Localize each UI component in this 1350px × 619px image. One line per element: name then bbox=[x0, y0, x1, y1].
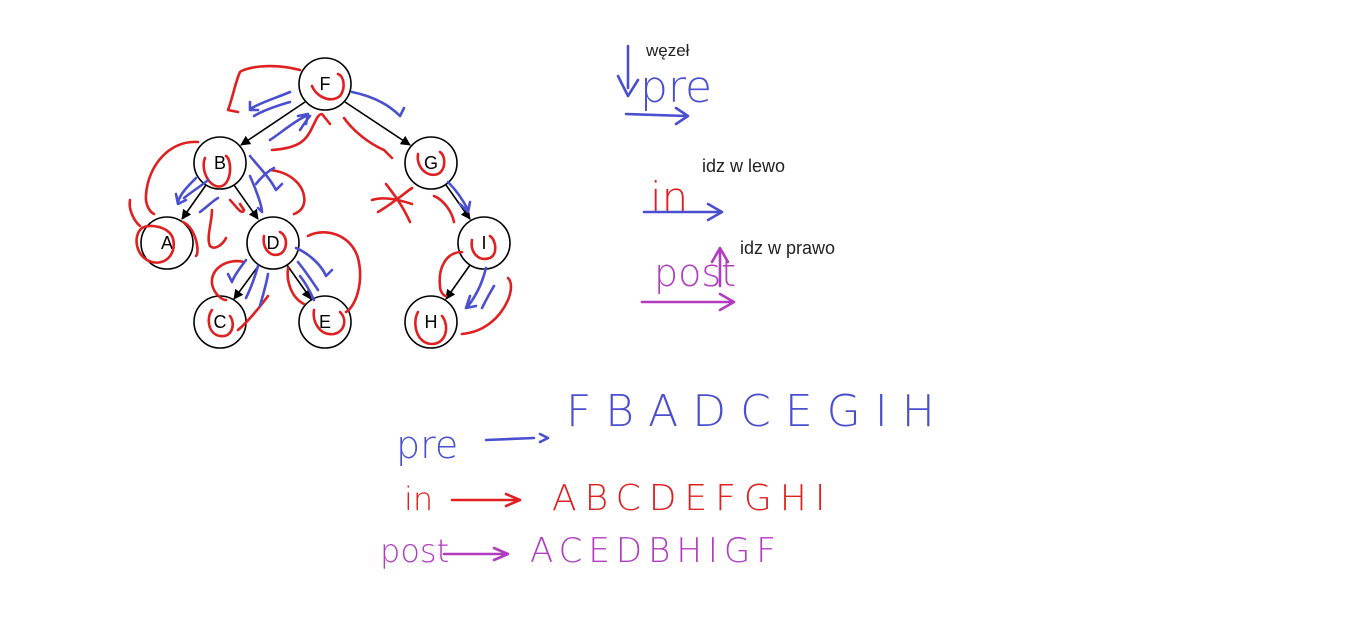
node-label-F: F bbox=[320, 74, 331, 94]
node-label-C: C bbox=[214, 312, 227, 332]
result-post-arrow-icon bbox=[442, 546, 510, 562]
node-label-B: B bbox=[214, 153, 226, 173]
edge-D-E bbox=[286, 264, 312, 300]
result-in-prefix: in bbox=[404, 480, 433, 518]
edge-F-B bbox=[240, 101, 306, 146]
result-post-prefix: post bbox=[380, 532, 449, 570]
post-right-arrow-icon bbox=[640, 292, 736, 312]
tree-node-I: I bbox=[457, 216, 511, 270]
legend-in-note: idz w lewo bbox=[702, 156, 785, 176]
result-post-sequence: ACEDBHIGF bbox=[530, 531, 782, 571]
node-label-H: H bbox=[425, 312, 438, 332]
legend-pre-label: pre bbox=[640, 62, 712, 113]
node-label-A: A bbox=[161, 233, 173, 253]
result-pre-arrow-icon bbox=[484, 432, 550, 444]
in-right-arrow-icon bbox=[642, 202, 724, 222]
result-in-arrow-icon bbox=[450, 492, 522, 508]
tree-node-E: E bbox=[298, 295, 352, 349]
traversal-results: pre FBADCEGIH in ABCDEFGHI post ACEDBHIG… bbox=[380, 386, 949, 571]
edge-I-H bbox=[445, 264, 471, 300]
edge-B-A bbox=[181, 184, 207, 220]
node-label-E: E bbox=[319, 312, 331, 332]
legend-node-label: węzeł bbox=[645, 41, 690, 60]
tree-node-G: G bbox=[404, 136, 458, 190]
node-label-D: D bbox=[267, 233, 280, 253]
tree-node-A: A bbox=[140, 216, 194, 270]
blue-traversal-arrows bbox=[174, 90, 496, 310]
legend-in-label: in bbox=[650, 173, 688, 222]
legend: węzeł pre idz w lewo in idz w prawo post bbox=[616, 41, 835, 312]
edge-D-C bbox=[233, 264, 260, 300]
red-traversal-path bbox=[128, 64, 513, 346]
pre-down-arrow-icon bbox=[616, 44, 640, 98]
node-label-G: G bbox=[424, 153, 438, 173]
tree-node-H: H bbox=[404, 295, 458, 349]
edge-B-D bbox=[233, 184, 259, 220]
tree-node-D: D bbox=[246, 216, 300, 270]
result-in-sequence: ABCDEFGHI bbox=[552, 478, 833, 519]
tree-node-C: C bbox=[193, 295, 247, 349]
tree-nodes: F B G A D I C E bbox=[140, 57, 511, 349]
legend-post-note: idz w prawo bbox=[740, 238, 835, 258]
result-pre-sequence: FBADCEGIH bbox=[566, 386, 949, 437]
tree-node-B: B bbox=[193, 136, 247, 190]
result-pre-prefix: pre bbox=[396, 423, 458, 467]
tree-edges bbox=[181, 101, 471, 300]
pre-right-arrow-icon bbox=[624, 106, 690, 126]
legend-post-label: post bbox=[654, 251, 736, 295]
post-up-arrow-icon bbox=[710, 246, 730, 288]
node-label-I: I bbox=[481, 233, 486, 253]
edge-F-G bbox=[344, 101, 411, 146]
edge-G-I bbox=[445, 184, 471, 220]
